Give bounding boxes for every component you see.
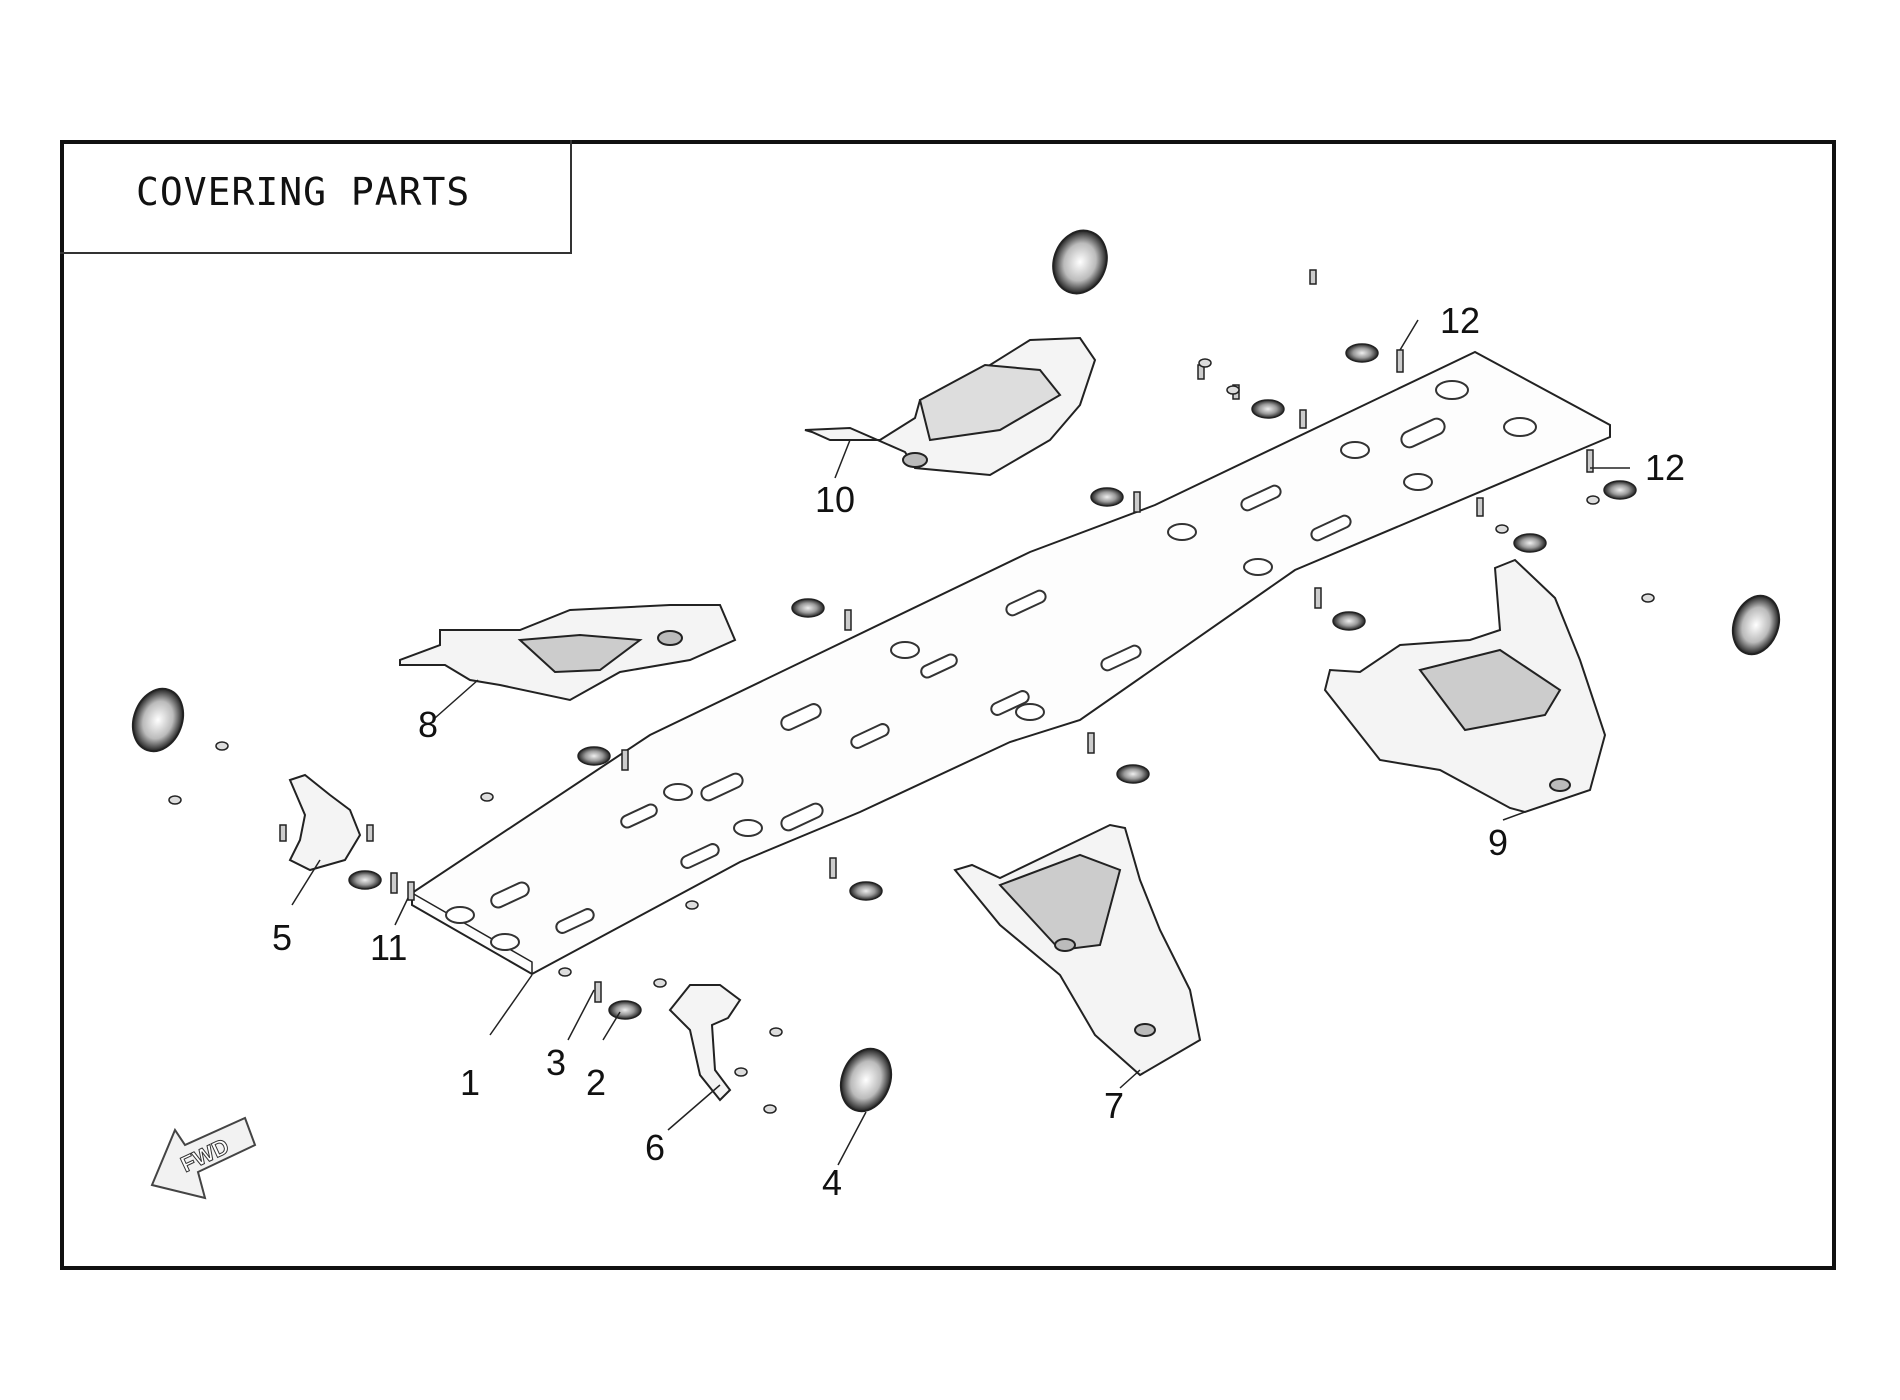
callout-12-right: 12 [1645, 447, 1685, 488]
guard-part-10 [804, 336, 1097, 477]
skid-plate [411, 350, 1611, 976]
callout-10: 10 [815, 479, 855, 520]
diagram-title: COVERING PARTS [136, 170, 471, 214]
knob-parts-4 [131, 229, 1781, 1113]
bolt-parts [279, 269, 1594, 1003]
callout-9: 9 [1488, 822, 1508, 863]
callout-1: 1 [460, 1062, 480, 1103]
callout-7: 7 [1104, 1085, 1124, 1126]
callout-3: 3 [546, 1042, 566, 1083]
washer-parts [168, 358, 1655, 1114]
guard-part-7 [953, 823, 1202, 1077]
callout-8: 8 [418, 704, 438, 745]
callout-12-top: 12 [1440, 300, 1480, 341]
callout-2: 2 [586, 1062, 606, 1103]
guard-part-8 [399, 604, 737, 702]
callout-5: 5 [272, 917, 292, 958]
diagram-frame [60, 140, 1836, 1270]
callout-11: 11 [370, 927, 407, 968]
forward-direction-arrow: FWD [150, 1116, 257, 1200]
guard-part-9 [1323, 558, 1607, 814]
grommet-parts-2 [348, 343, 1637, 1020]
leader-lines [291, 319, 1630, 1166]
callout-numbers: 1 2 3 4 5 6 7 8 9 10 11 12 12 [272, 300, 1685, 1203]
callout-4: 4 [822, 1162, 842, 1203]
title-box [60, 140, 572, 254]
callout-6: 6 [645, 1127, 665, 1168]
bracket-part-5 [288, 773, 362, 872]
bracket-part-6 [668, 984, 742, 1102]
